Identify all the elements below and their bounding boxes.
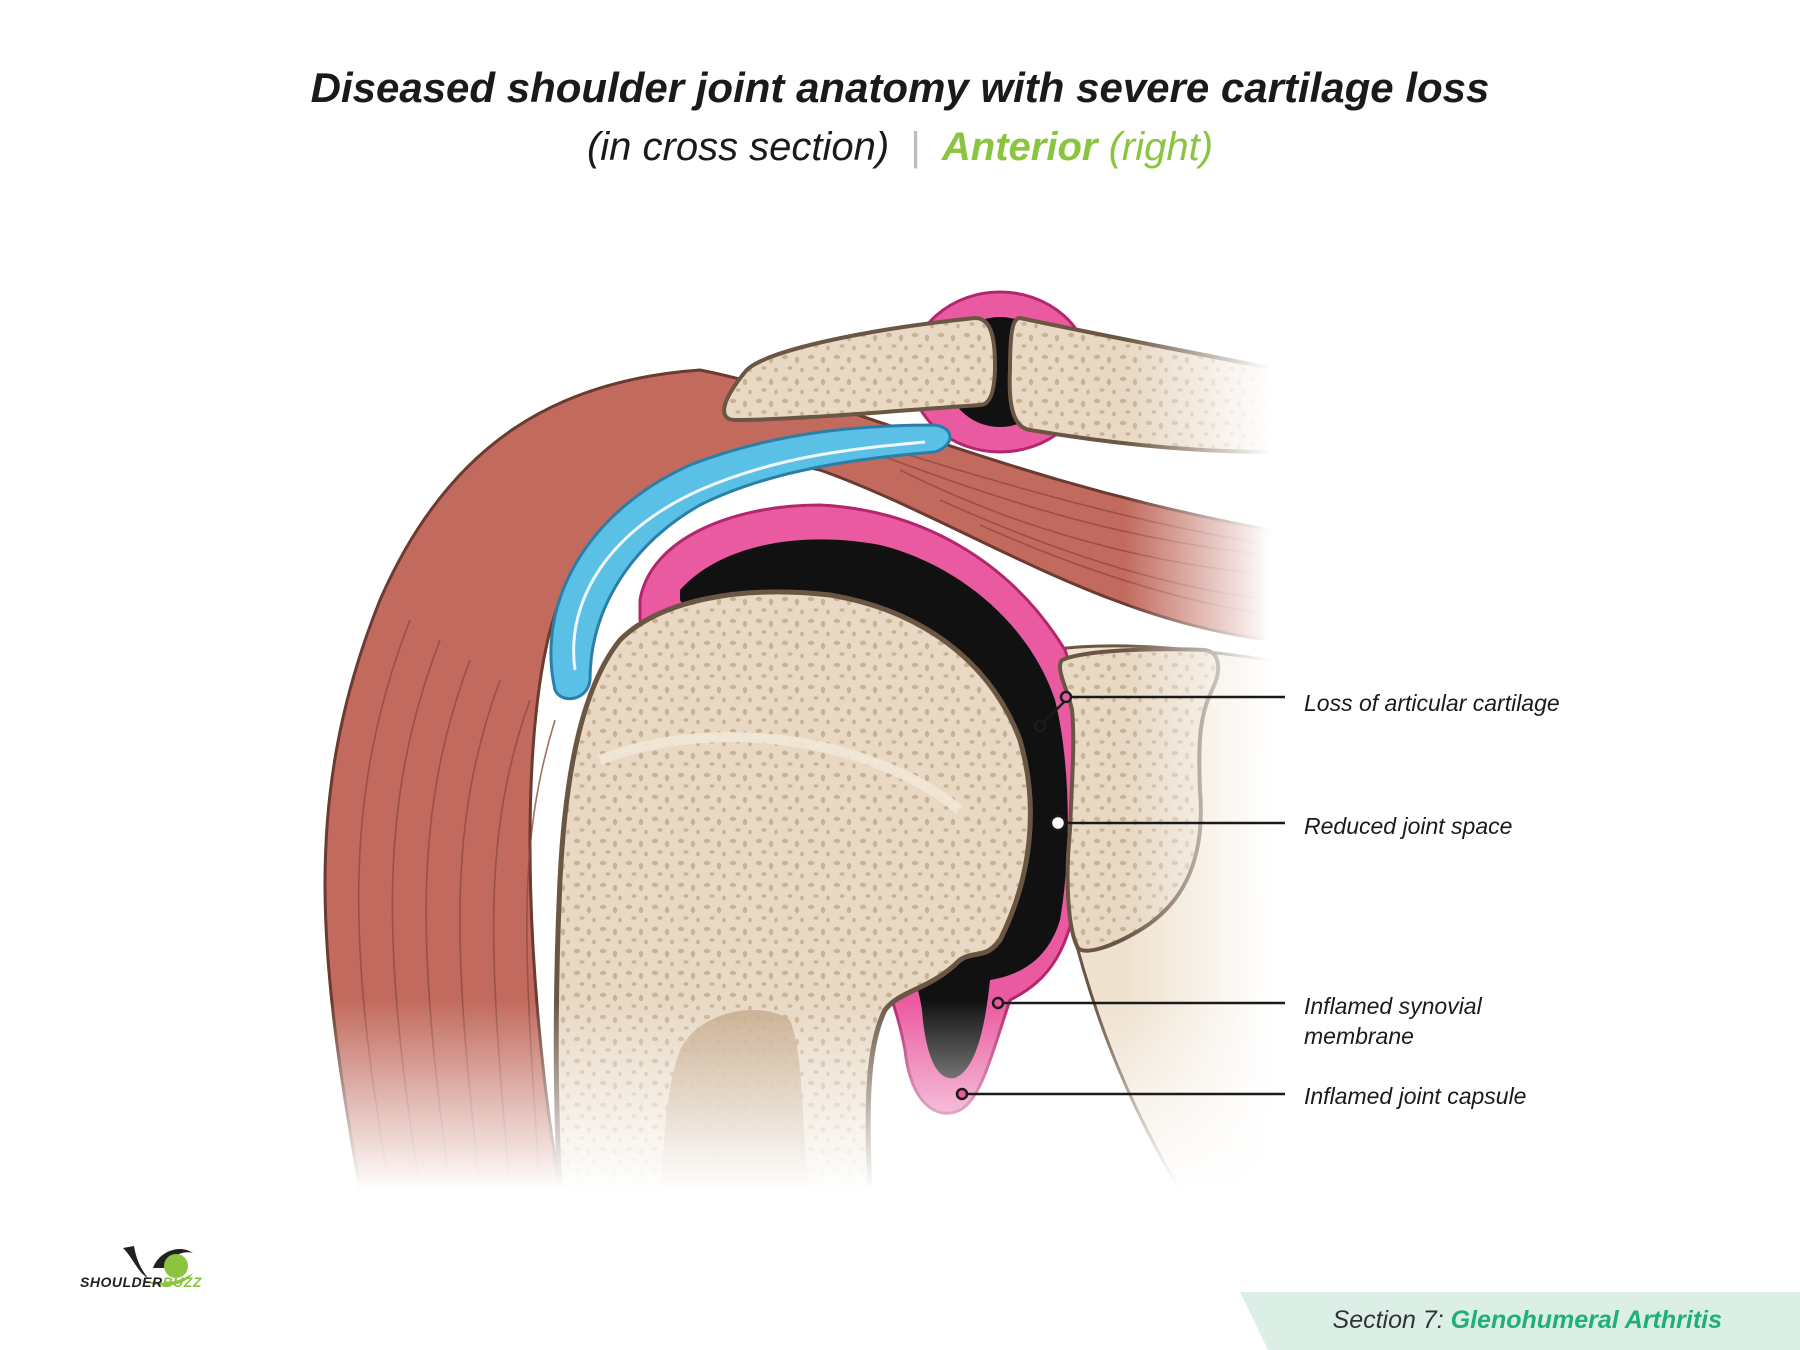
label-reduced-joint-space: Reduced joint space — [1304, 813, 1513, 839]
brand-name-light: BUZZ — [162, 1274, 202, 1290]
footer-section-number: Section 7: — [1332, 1306, 1444, 1334]
shoulder-figure-icon — [123, 1246, 193, 1286]
brand-logo: SHOULDERBUZZ — [80, 1274, 202, 1290]
footer-banner — [1240, 1292, 1800, 1350]
footer-section-label: Section 7: Glenohumeral Arthritis — [1333, 1306, 1722, 1335]
label-inflamed-synovial-membrane: Inflamed synovial membrane — [1304, 991, 1482, 1051]
subtitle-section-view: (in cross section) — [586, 125, 890, 169]
label-line: Inflamed synovial — [1304, 993, 1482, 1019]
label-leaders — [962, 695, 1285, 1096]
subtitle-view: Anterior — [941, 125, 1098, 169]
diagram-subtitle: (in cross section) | Anterior (right) — [0, 125, 1800, 170]
brand-name-dark: SHOULDER — [80, 1274, 163, 1290]
subtitle-side: (right) — [1108, 125, 1214, 169]
label-loss-of-articular-cartilage: Loss of articular cartilage — [1304, 690, 1560, 716]
label-inflamed-joint-capsule: Inflamed joint capsule — [1304, 1083, 1527, 1109]
footer-section-name: Glenohumeral Arthritis — [1450, 1306, 1722, 1334]
label-markers — [955, 690, 1073, 1101]
subtitle-separator: | — [910, 125, 921, 169]
diagram-title: Diseased shoulder joint anatomy with sev… — [310, 64, 1490, 111]
label-line: membrane — [1304, 1023, 1414, 1049]
